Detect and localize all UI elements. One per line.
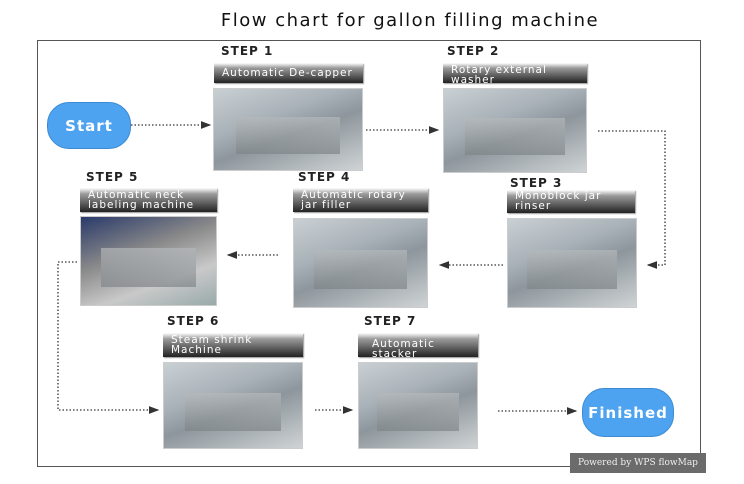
step-5-photo [80, 216, 217, 306]
step-1-label: STEP 1 [221, 44, 274, 58]
arrow-step5-step6 [57, 261, 160, 414]
step-6-label: STEP 6 [167, 314, 220, 328]
step-5-label: STEP 5 [86, 170, 139, 184]
step-6-name: Steam shrink Machine [163, 333, 303, 357]
arrow-step2-step3 [598, 130, 666, 269]
step-4-name: Automatic rotary jar filler [293, 188, 428, 212]
step-6-photo [163, 362, 303, 449]
step-7-label: STEP 7 [364, 314, 417, 328]
start-node: Start [47, 102, 131, 149]
step-7-photo [358, 362, 478, 449]
step-5-name: Automatic neck labeling machine [80, 188, 217, 212]
step-4-label: STEP 4 [298, 170, 351, 184]
step-2-photo [443, 88, 587, 173]
frame [37, 40, 701, 467]
step-2-name: Rotary external washer [443, 63, 587, 83]
step-4-photo [293, 218, 428, 308]
step-2-label: STEP 2 [447, 44, 500, 58]
step-3-photo [507, 218, 637, 308]
chart-title: Flow chart for gallon filling machine [220, 10, 600, 31]
step-1-photo [213, 88, 363, 171]
finished-node: Finished [582, 388, 674, 437]
watermark: Powered by WPS flowMap [570, 453, 706, 473]
step-7-name: Automatic stacker [358, 333, 478, 357]
step-1-name: Automatic De-capper [214, 63, 363, 83]
step-3-label: STEP 3 [510, 176, 563, 190]
step-3-name: Monoblock jar rinser [507, 190, 635, 213]
